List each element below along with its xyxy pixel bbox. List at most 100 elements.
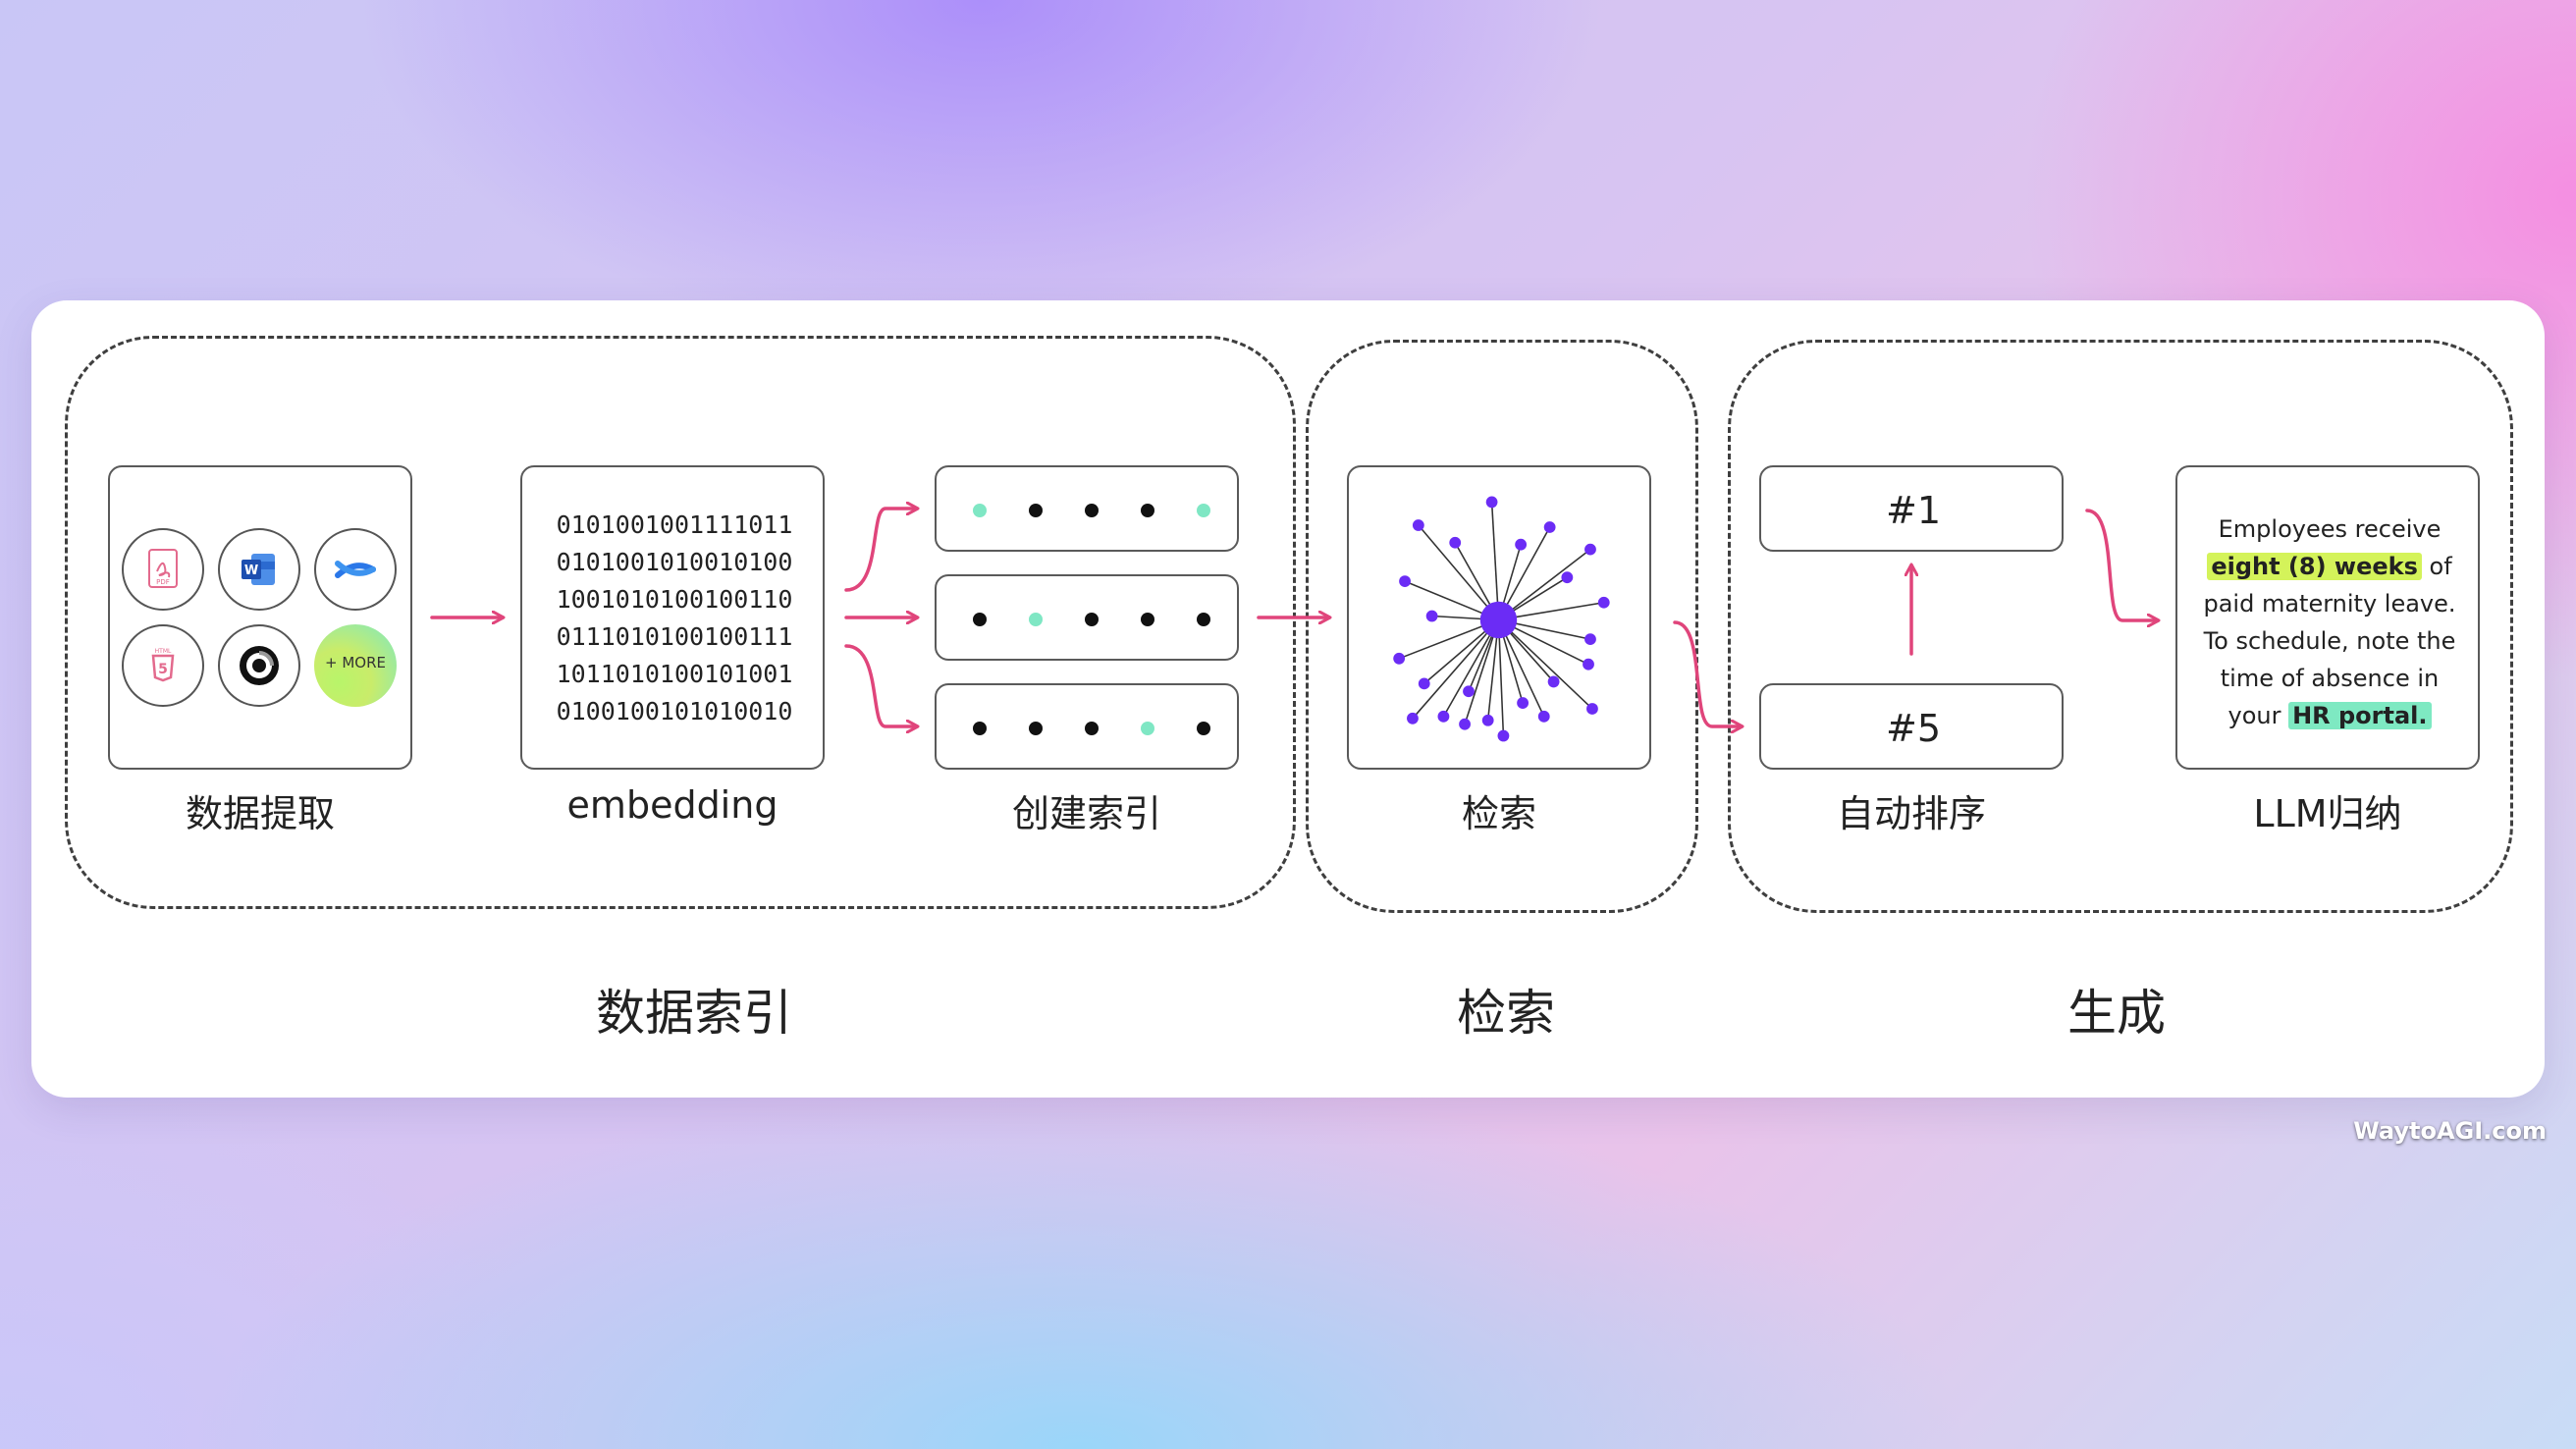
- answer-line: time of absence in: [2220, 665, 2440, 692]
- rank-bottom: #5: [1885, 707, 1942, 750]
- group-data-indexing: [65, 336, 1296, 909]
- starburst-node: [1543, 521, 1556, 533]
- more-label: + MORE: [325, 654, 386, 671]
- starburst-node: [1517, 697, 1529, 709]
- starburst-node: [1407, 712, 1419, 724]
- watermark: WaytoAGI.com: [2353, 1117, 2547, 1145]
- diagram-card: PDF W HTML 5: [31, 300, 2545, 1098]
- vector-dot: [1141, 504, 1154, 517]
- answer-fragment: of: [2421, 553, 2452, 580]
- starburst-node: [1537, 710, 1550, 723]
- notion-swirl-icon: [218, 624, 300, 707]
- binary-line: 0100100101010010: [556, 697, 793, 725]
- starburst-node: [1459, 718, 1471, 730]
- group-retrieval: [1306, 340, 1698, 913]
- starburst-node: [1463, 685, 1475, 698]
- answer-line: paid maternity leave.: [2203, 590, 2456, 617]
- vector-dot: [1029, 504, 1043, 517]
- starburst-node: [1425, 610, 1438, 622]
- starburst-line: [1497, 618, 1593, 710]
- starburst-line: [1497, 619, 1505, 736]
- starburst-line: [1418, 524, 1500, 620]
- arrow-embed-to-index-bottom: [844, 644, 917, 726]
- more-badge: + MORE: [314, 624, 397, 707]
- stage-label-summarize: LLM归纳: [2253, 792, 2402, 835]
- section-label-retrieval: 检索: [1457, 985, 1555, 1042]
- answer-text: Employees receive eight (8) weeks of pai…: [2191, 510, 2468, 734]
- binary-line: 1011010100101001: [556, 660, 793, 688]
- starburst-hub: [1479, 601, 1518, 639]
- vector-search-starburst-icon: [1393, 496, 1610, 742]
- vector-dot: [1029, 613, 1043, 626]
- binary-line: 0101001001111011: [556, 510, 793, 539]
- vector-dot: [1197, 722, 1210, 735]
- answer-line: To schedule, note the: [2203, 627, 2456, 655]
- vector-dot: [1085, 722, 1099, 735]
- pdf-icon: PDF: [122, 528, 204, 611]
- answer-highlight-portal: HR portal.: [2288, 702, 2432, 729]
- starburst-line: [1490, 502, 1500, 620]
- answer-line: Employees receive: [2218, 515, 2442, 543]
- binary-line: 1001010100100110: [556, 585, 793, 614]
- stage-label-embedding: embedding: [566, 783, 778, 827]
- binary-line: 0111010100100111: [556, 622, 793, 651]
- answer-line: eight (8) weeks of: [2191, 548, 2468, 585]
- starburst-node: [1597, 596, 1610, 609]
- starburst-node: [1584, 543, 1596, 556]
- rank-bottom-box: #5: [1759, 683, 2064, 770]
- starburst-node: [1418, 677, 1430, 690]
- svg-text:5: 5: [158, 662, 168, 677]
- stage-label-retrieve: 检索: [1461, 792, 1536, 835]
- vector-dot: [1197, 504, 1210, 517]
- starburst-node: [1583, 658, 1594, 671]
- section-label-generation: 生成: [2067, 985, 2166, 1042]
- starburst-line: [1442, 619, 1500, 718]
- starburst-node: [1481, 714, 1494, 726]
- index-vector-row-1: [935, 465, 1239, 552]
- vector-dot: [973, 722, 987, 735]
- starburst-node: [1393, 652, 1406, 665]
- svg-text:W: W: [244, 564, 258, 578]
- vector-dot: [973, 613, 987, 626]
- arrow-embed-to-index-top: [844, 509, 917, 592]
- starburst-node: [1515, 538, 1528, 551]
- vector-dot: [1085, 504, 1099, 517]
- llm-answer-box: Employees receive eight (8) weeks of pai…: [2175, 465, 2480, 770]
- starburst-node: [1561, 571, 1574, 584]
- confluence-icon: [314, 528, 397, 611]
- starburst-node: [1399, 575, 1411, 587]
- arrow-retrieve-to-rerank: [1673, 620, 1742, 726]
- starburst-node: [1485, 496, 1498, 509]
- rank-top: #1: [1885, 489, 1942, 532]
- starburst-node: [1586, 703, 1598, 715]
- word-icon: W: [218, 528, 300, 611]
- starburst-node: [1412, 519, 1424, 531]
- embedding-box: 0101001001111011 0101001010010100 10010101…: [520, 465, 825, 770]
- group-generation: [1728, 340, 2513, 913]
- section-label-indexing: 数据索引: [596, 985, 792, 1042]
- arrow-rerank-to-llm: [2085, 509, 2158, 620]
- starburst-node: [1584, 633, 1596, 646]
- vector-dot: [1197, 613, 1210, 626]
- starburst-node: [1497, 729, 1510, 742]
- binary-text: 0101001001111011 0101001010010100 10010101…: [522, 507, 827, 730]
- answer-highlight-weeks: eight (8) weeks: [2207, 553, 2422, 580]
- starburst-line: [1498, 549, 1591, 621]
- stage-label-rerank: 自动排序: [1836, 792, 1986, 835]
- vector-dot: [1029, 722, 1043, 735]
- vector-dot: [1141, 722, 1154, 735]
- answer-line: your HR portal.: [2191, 697, 2468, 734]
- index-vector-row-3: [935, 683, 1239, 770]
- answer-fragment: your: [2227, 702, 2289, 729]
- html5-icon: HTML 5: [122, 624, 204, 707]
- stage-label-index: 创建索引: [1011, 792, 1161, 835]
- starburst-line: [1412, 618, 1500, 720]
- flow-arrows: [430, 300, 2545, 1098]
- svg-text:HTML: HTML: [155, 648, 172, 655]
- rank-top-box: #1: [1759, 465, 2064, 552]
- vector-dot: [1085, 613, 1099, 626]
- stage-label-extract: 数据提取: [185, 792, 335, 835]
- binary-line: 0101001010010100: [556, 548, 793, 576]
- svg-text:PDF: PDF: [156, 578, 170, 586]
- starburst-node: [1449, 536, 1462, 549]
